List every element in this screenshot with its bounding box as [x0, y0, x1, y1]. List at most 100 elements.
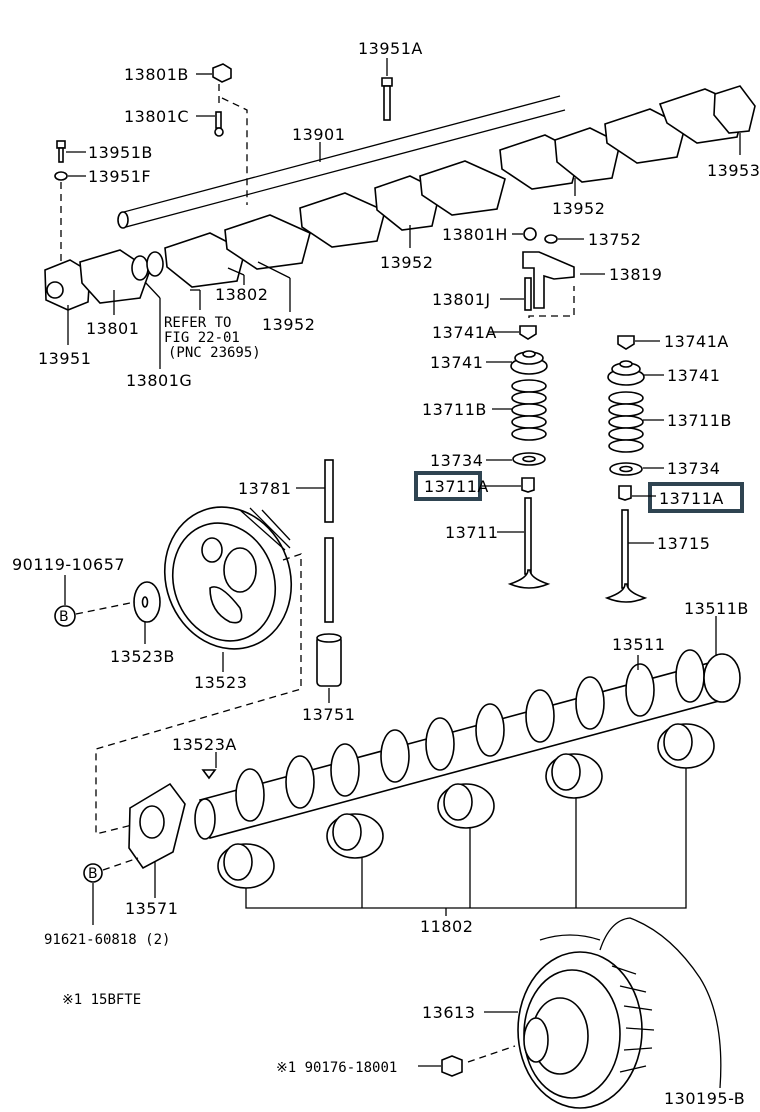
refer-line-1: REFER TO: [164, 315, 231, 331]
spring-seat-13734[interactable]: [512, 452, 546, 466]
woodruff-key-13523A[interactable]: [201, 769, 217, 780]
rocker-shaft[interactable]: [117, 95, 566, 229]
label-13511B: 13511B: [684, 599, 749, 618]
bolt-marker-text: B: [59, 609, 69, 625]
label-13801B: 13801B: [124, 65, 189, 84]
plate-washer-13523B[interactable]: [133, 581, 161, 623]
label-13801C: 13801C: [124, 107, 189, 126]
label-13801: 13801: [86, 319, 139, 338]
camshaft-bearing[interactable]: [326, 813, 384, 859]
rocker-arm[interactable]: [604, 108, 686, 164]
valve-keeper-13741A[interactable]: [617, 335, 635, 350]
label-13951: 13951: [38, 349, 91, 368]
camshaft-end-13511B[interactable]: [703, 653, 741, 703]
bolt-marker-B-bottom[interactable]: B: [83, 863, 103, 883]
label-13741-right: 13741: [667, 366, 720, 385]
label-13801J: 13801J: [432, 290, 491, 309]
label-13734-right: 13734: [667, 459, 720, 478]
label-13952-b: 13952: [380, 253, 433, 272]
label-13802: 13802: [215, 285, 268, 304]
camshaft-group: B 13511 13511B 13523A 13571 91621-60818 …: [44, 599, 749, 948]
label-13711A-left[interactable]: 13711A: [424, 477, 489, 496]
spacer-spring[interactable]: [131, 251, 164, 281]
bolt-marker-text: B: [88, 866, 98, 882]
refer-line-3: (PNC 23695): [168, 345, 261, 361]
label-13523: 13523: [194, 673, 247, 692]
exhaust-valve-stack: 13741A 13741 13711B 13734 13715 13711A: [604, 332, 744, 603]
camshaft-bearing[interactable]: [217, 843, 275, 889]
screw-13801C[interactable]: [214, 111, 224, 137]
label-13951A: 13951A: [358, 39, 423, 58]
camshaft-bearing[interactable]: [437, 783, 495, 829]
rocker-support[interactable]: [554, 127, 621, 183]
washer-13951F[interactable]: [54, 171, 68, 181]
label-11802: 11802: [420, 917, 473, 936]
label-13711B-right: 13711B: [667, 411, 732, 430]
camshaft-13511[interactable]: [194, 649, 731, 840]
rocker-support-end[interactable]: [713, 85, 756, 134]
valve-bridge-13819[interactable]: [522, 251, 575, 309]
nut-13801H[interactable]: [523, 227, 537, 241]
label-13715: 13715: [657, 534, 710, 553]
label-13953: 13953: [707, 161, 760, 180]
adjusting-screw-13801J[interactable]: [524, 277, 532, 311]
camshaft-gear-group: B 90119-10657 13523B 13523: [12, 489, 311, 835]
bolt-13951B[interactable]: [56, 140, 66, 163]
label-13523A: 13523A: [172, 735, 237, 754]
valve-bridge-group: 13801H 13752 13819 13801J: [432, 225, 662, 318]
rocker-arm[interactable]: [164, 232, 246, 288]
label-13711A-right[interactable]: 13711A: [659, 489, 724, 508]
footnote-15BFTE: ※1 15BFTE: [62, 992, 141, 1008]
figure-code: 130195-B: [664, 1089, 745, 1108]
nut-13801B[interactable]: [212, 63, 232, 83]
label-13711: 13711: [445, 523, 498, 542]
label-13523B: 13523B: [110, 647, 175, 666]
push-rod-13781[interactable]: [324, 459, 334, 623]
label-13951F: 13951F: [88, 167, 151, 186]
label-13741-left: 13741: [430, 353, 483, 372]
label-13801G: 13801G: [126, 371, 192, 390]
valve-lifter-13751[interactable]: [316, 633, 342, 687]
timing-pulley-group: 13613 ※1 90176-18001: [276, 917, 722, 1109]
label-13801H: 13801H: [442, 225, 508, 244]
label-13952-a: 13952: [552, 199, 605, 218]
camshaft-bearing[interactable]: [657, 723, 715, 769]
valve-spring-13711B[interactable]: [511, 379, 547, 441]
label-13571: 13571: [125, 899, 178, 918]
camshaft-gear-13523[interactable]: [145, 489, 311, 667]
rocker-arm[interactable]: [224, 214, 311, 270]
label-13734-left: 13734: [430, 451, 483, 470]
thrust-plate-13571[interactable]: [128, 782, 186, 870]
spring-retainer-13741[interactable]: [607, 360, 645, 386]
spring-retainer-13741[interactable]: [510, 350, 548, 375]
label-90119-10657: 90119-10657: [12, 555, 125, 574]
label-13741A-right: 13741A: [664, 332, 729, 351]
label-13751: 13751: [302, 705, 355, 724]
intake-valve-stack: 13741A 13741 13711B 13734 13711 13711A: [414, 323, 551, 589]
timing-pulley-13613[interactable]: [517, 951, 655, 1109]
spring-seat-13734[interactable]: [609, 462, 643, 476]
label-13819: 13819: [609, 265, 662, 284]
valve-stem-seal-13711A[interactable]: [521, 477, 535, 493]
label-13781: 13781: [238, 479, 291, 498]
valve-spring-13711B[interactable]: [608, 391, 644, 453]
label-91621-60818: 91621-60818 (2): [44, 932, 170, 948]
exhaust-valve-13715[interactable]: [604, 509, 648, 603]
rocker-arm[interactable]: [419, 160, 506, 216]
rocker-arm[interactable]: [299, 192, 386, 248]
bolt-marker-B-top[interactable]: B: [54, 605, 76, 627]
camshaft-bearing[interactable]: [545, 753, 603, 799]
pushrod-lifter-group: 13781 13751: [238, 459, 355, 724]
valve-keeper-13741A[interactable]: [519, 325, 537, 340]
bolt-13951A[interactable]: [381, 77, 393, 121]
intake-valve-13711[interactable]: [507, 497, 551, 589]
label-13711B-left: 13711B: [422, 400, 487, 419]
rocker-shaft-assembly: 13801B 13951A 13801C 13901 13951B 13951F…: [38, 39, 760, 390]
cap-13752[interactable]: [544, 234, 558, 244]
valve-stem-seal-13711A[interactable]: [618, 485, 632, 501]
label-13752: 13752: [588, 230, 641, 249]
rocker-arm[interactable]: [44, 259, 91, 311]
label-13951B: 13951B: [88, 143, 153, 162]
highlight-box-13711A-left: [414, 471, 482, 501]
bolt-90176-18001[interactable]: [441, 1055, 463, 1077]
